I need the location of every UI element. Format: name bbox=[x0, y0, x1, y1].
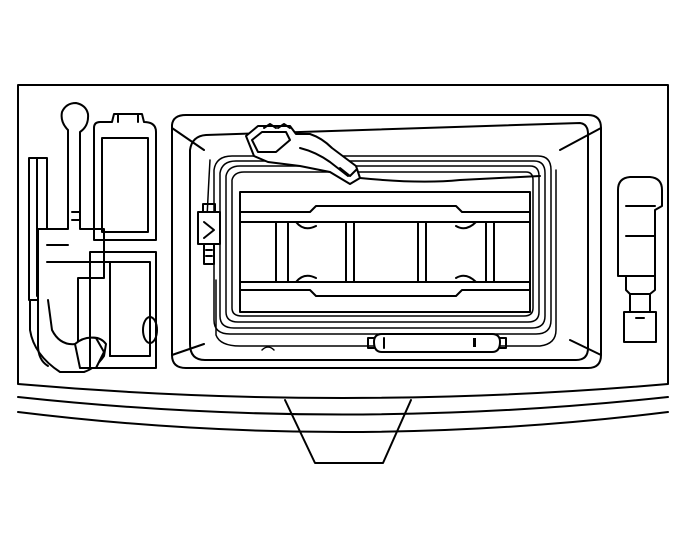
charge-connector-icon bbox=[245, 123, 541, 185]
adapter-tool-icon bbox=[617, 176, 663, 343]
charge-cord-bin-icon bbox=[171, 114, 602, 369]
wall-plug-icon bbox=[197, 203, 221, 265]
tray-insert-icon bbox=[239, 191, 531, 313]
bumper-trim-icon bbox=[17, 396, 669, 464]
air-compressor-icon bbox=[89, 251, 158, 369]
control-box-icon bbox=[367, 333, 507, 353]
cargo-floor-panel-icon bbox=[17, 84, 669, 399]
sealant-bottle-icon bbox=[93, 113, 157, 241]
